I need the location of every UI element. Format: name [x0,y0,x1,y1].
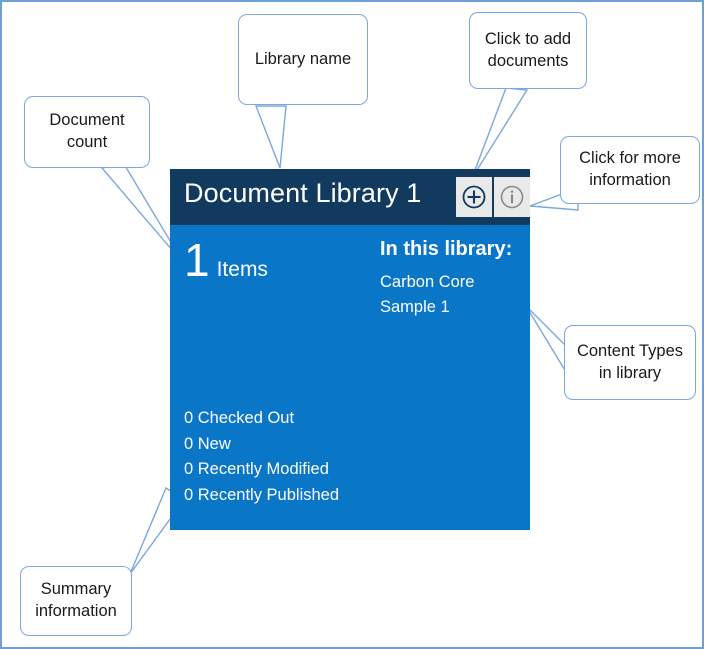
callout-tail-library-name [254,105,287,169]
callout-summary-information: Summary information [20,566,132,636]
document-count: 1 Items [184,237,268,283]
summary-line-recently-published: 0 Recently Published [184,485,340,504]
add-documents-button[interactable] [456,177,492,217]
callout-content-types: Content Types in library [564,325,696,400]
more-information-button[interactable] [494,177,530,217]
document-count-number: 1 [184,234,210,286]
callout-library-name: Library name [238,14,368,105]
tile-header: Document Library 1 [170,169,530,225]
callout-more-information: Click for more information [560,136,700,204]
content-type-item: Carbon Core Sample 1 [380,273,475,316]
callout-add-documents: Click to add documents [469,12,587,89]
info-circle-icon [499,184,525,210]
document-library-tile: Document Library 1 [170,169,530,530]
summary-line-recently-modified: 0 Recently Modified [184,460,329,479]
tile-body: 1 Items In this library: Carbon Core Samp… [170,225,530,530]
tile-action-buttons [456,177,530,217]
summary-information-section: 0 Checked Out 0 New 0 Recently Modified … [184,406,339,508]
callout-document-count: Document count [24,96,150,168]
plus-circle-icon [461,184,487,210]
page-title: Document Library 1 [184,178,422,208]
in-this-library-section: In this library: Carbon Core Sample 1 [380,237,512,320]
summary-line-checked-out: 0 Checked Out [184,409,295,428]
in-this-library-heading: In this library: [380,238,513,260]
summary-line-new: 0 New [184,434,231,453]
document-count-label: Items [216,258,268,281]
